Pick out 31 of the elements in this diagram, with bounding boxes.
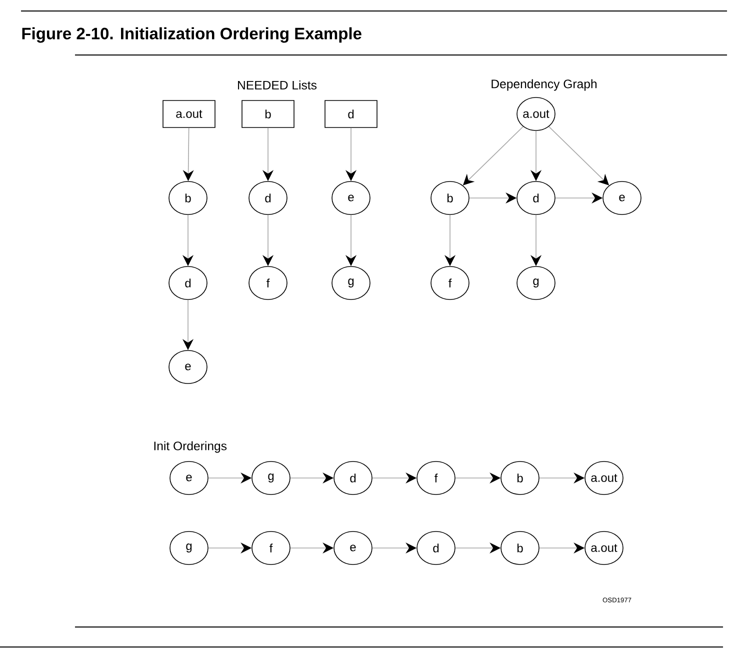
circle-node: g (516, 266, 556, 300)
circle-node: f (252, 531, 290, 565)
circle-node: e (334, 531, 372, 565)
circle-node: f (430, 266, 470, 300)
circle-node: d (334, 461, 372, 495)
circle-node: a.out (584, 461, 624, 495)
circle-node: e (168, 350, 208, 384)
circle-node: e (602, 181, 642, 215)
circle-node: e (332, 181, 370, 215)
box-node: b (242, 100, 294, 128)
circle-node: b (168, 181, 208, 215)
box-node: a.out (162, 100, 216, 128)
circle-node: g (332, 266, 370, 300)
circle-node: d (248, 181, 288, 215)
circle-node: d (416, 531, 456, 565)
circle-node: b (500, 461, 540, 495)
circle-node: b (430, 181, 470, 215)
circle-node: g (170, 531, 208, 565)
section-heading: Init Orderings (154, 441, 227, 453)
circle-node: b (500, 531, 540, 565)
circle-node: f (248, 266, 288, 300)
circle-node: a.out (516, 97, 556, 131)
box-node: d (324, 100, 378, 128)
circle-node: a.out (584, 531, 624, 565)
circle-node: g (252, 461, 290, 495)
circle-node: d (168, 266, 208, 300)
figure-title: Figure 2-10. Initialization Ordering Example (22, 27, 362, 43)
circle-node: f (416, 461, 456, 495)
circle-node: d (516, 181, 556, 215)
circle-node: e (170, 461, 208, 495)
section-heading: NEEDED Lists (238, 80, 317, 90)
